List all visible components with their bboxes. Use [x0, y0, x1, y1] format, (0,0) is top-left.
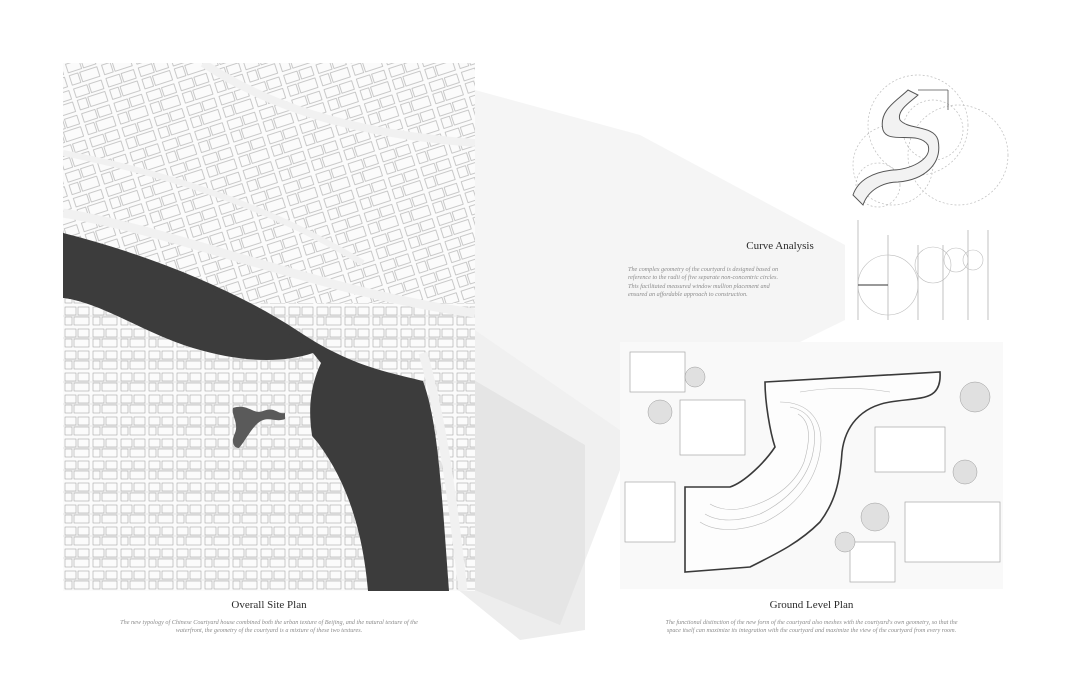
courtyard-building-outline [684, 371, 941, 573]
neighbor-building [904, 501, 1001, 563]
road-main [63, 208, 475, 318]
caption-line: space itself can maximize its integratio… [666, 627, 957, 635]
site-plan-drawing [63, 63, 475, 591]
caption-line: The complex geometry of the courtyard is… [628, 266, 779, 273]
site-plan-title: Overall Site Plan [231, 599, 307, 611]
curve-analysis-diagram [838, 70, 1010, 320]
tree [952, 459, 978, 485]
projection-plane-lower [475, 330, 620, 625]
ground-level-plan-drawing [620, 342, 1003, 589]
caption-line: ensured an affordable approach to constr… [628, 291, 748, 299]
tree [834, 531, 856, 553]
tree [647, 399, 673, 425]
radius-circle-4 [855, 162, 901, 208]
neighbor-building [629, 351, 686, 393]
neighbor-building [849, 541, 896, 583]
neighbor-building [679, 399, 746, 456]
neighbor-building [874, 426, 946, 473]
caption-line: This facilitated measured window mullion… [628, 282, 770, 290]
caption-line: The new typology of Chinese Courtyard ho… [120, 619, 418, 626]
courtyard-curve [852, 89, 940, 206]
tree [860, 502, 890, 532]
site-courtyard-marker [232, 406, 285, 448]
river-bank-land [63, 298, 368, 591]
neighbor-building [624, 481, 676, 543]
ground-plan-caption: The functional distinction of the new fo… [608, 619, 1015, 636]
road-river-east [418, 351, 468, 591]
curve-analysis-caption: The complex geometry of the courtyard is… [628, 266, 828, 300]
tree [684, 366, 706, 388]
road-north [200, 63, 475, 147]
site-plan-caption: The new typology of Chinese Courtyard ho… [80, 619, 458, 636]
tree [959, 381, 991, 413]
caption-line: The functional distinction of the new fo… [665, 619, 958, 626]
site-plan-map [63, 63, 475, 591]
road-diagonal [63, 150, 365, 266]
caption-line: reference to the radii of five separate … [628, 274, 778, 282]
river-upper [63, 233, 313, 360]
caption-line: waterfront, the geometry of the courtyar… [175, 627, 363, 635]
radius-circle-2 [907, 104, 1009, 206]
radius-circle-1 [867, 74, 969, 176]
radius-circle-5 [902, 99, 964, 161]
ground-plan-title: Ground Level Plan [769, 599, 854, 611]
curve-analysis-title: Curve Analysis [746, 240, 814, 252]
